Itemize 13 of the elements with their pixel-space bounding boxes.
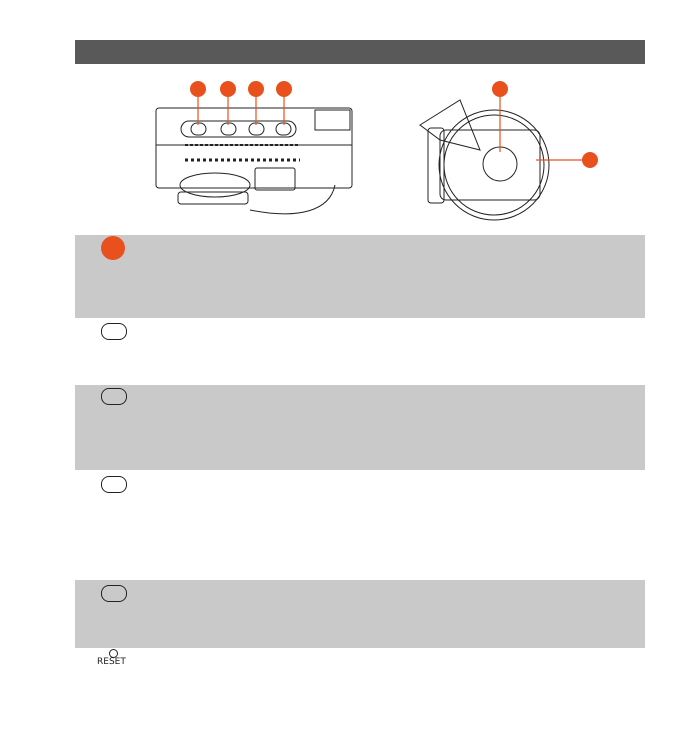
leader-line xyxy=(197,97,199,125)
callout-circle xyxy=(190,81,206,97)
leader-line xyxy=(536,159,582,161)
callout-circle xyxy=(248,81,264,97)
callout-circle xyxy=(220,81,236,97)
leader-line xyxy=(227,97,229,125)
callout-circle xyxy=(492,81,508,97)
leader-line xyxy=(283,97,285,125)
callout-circle xyxy=(582,152,598,168)
button-label: RESET xyxy=(97,657,126,667)
leader-line xyxy=(499,97,501,152)
callout-circle xyxy=(276,81,292,97)
leader-line xyxy=(255,97,257,125)
